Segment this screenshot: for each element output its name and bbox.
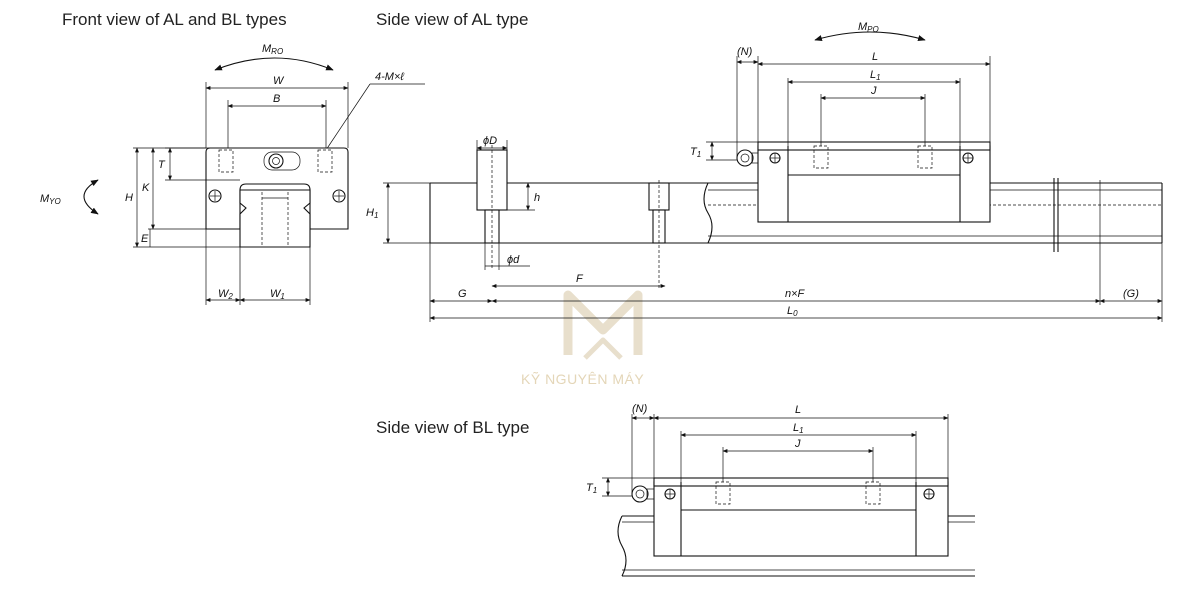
label-w1: W1 — [270, 288, 285, 301]
label-t: T — [158, 159, 166, 171]
carriage-block-bl — [653, 481, 949, 557]
label-w: W — [273, 75, 285, 87]
side-view-bl-drawing — [602, 414, 975, 577]
label-e: E — [141, 233, 149, 245]
rotation-arrow-mpo — [814, 31, 926, 42]
label-g-paren: (G) — [1123, 288, 1139, 300]
label-l1-al: L1 — [870, 69, 881, 82]
label-l0: L0 — [787, 305, 798, 318]
label-mpo: MPO — [858, 21, 879, 34]
label-mounting-holes: 4-M×ℓ — [375, 71, 404, 83]
label-n-bl: (N) — [632, 403, 648, 415]
label-t1-al: T1 — [690, 146, 701, 159]
side-view-bl-title: Side view of BL type — [376, 418, 529, 437]
label-phid: ϕD — [483, 135, 497, 147]
rotation-arrow-myo — [83, 179, 99, 215]
label-f: F — [576, 273, 584, 285]
watermark-logo — [563, 290, 643, 360]
front-view-title: Front view of AL and BL types — [62, 10, 287, 29]
carriage-body — [205, 147, 349, 230]
label-h1: H1 — [366, 207, 378, 220]
label-l-al: L — [872, 51, 878, 63]
front-view-drawing — [83, 57, 425, 305]
watermark-text: KỸ NGUYÊN MÁY — [521, 371, 644, 387]
label-l1-bl: L1 — [793, 422, 804, 435]
label-g: G — [458, 288, 467, 300]
label-mro: MRO — [262, 43, 283, 56]
side-view-al-title: Side view of AL type — [376, 10, 528, 29]
label-n-al: (N) — [737, 46, 753, 58]
label-phid-small: ϕd — [507, 254, 520, 266]
carriage-block-al — [757, 145, 991, 223]
label-h: H — [125, 192, 133, 204]
label-l-bl: L — [795, 404, 801, 416]
label-nf: n×F — [785, 288, 806, 300]
rail-section — [239, 189, 311, 248]
label-k: K — [142, 182, 150, 194]
label-j-bl: J — [794, 438, 801, 450]
label-h-small: h — [534, 192, 540, 204]
rotation-arrow-mro — [214, 57, 334, 71]
label-myo: MYO — [40, 193, 61, 206]
label-j-al: J — [870, 85, 877, 97]
label-w2: W2 — [218, 288, 233, 301]
label-b: B — [273, 93, 280, 105]
side-view-al-drawing — [383, 31, 1163, 322]
label-t1-bl: T1 — [586, 482, 597, 495]
